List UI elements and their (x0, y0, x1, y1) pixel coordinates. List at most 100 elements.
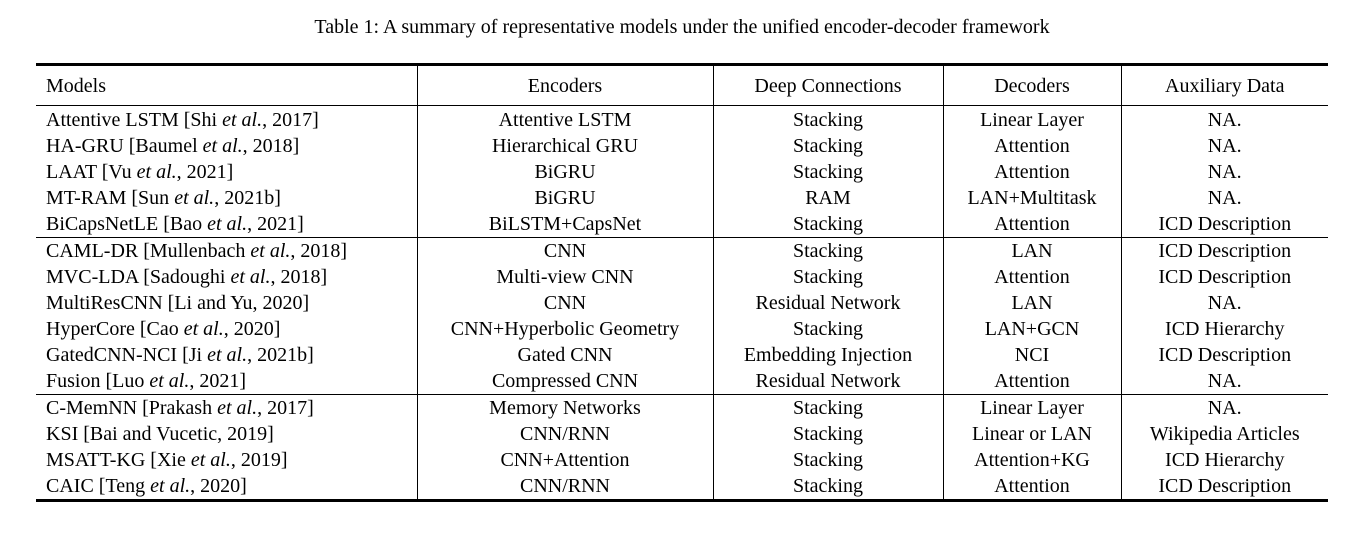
model-etal: et al. (202, 135, 243, 157)
cell-auxiliary-data: ICD Description (1158, 266, 1292, 288)
cell-model: C-MemNN [Prakash et al., 2017] (36, 394, 418, 421)
table-row: MT-RAM [Sun et al., 2021b] BiGRU RAM LAN… (36, 185, 1328, 211)
cell-deep-connection: Stacking (713, 447, 944, 473)
cell-model: GatedCNN-NCI [Ji et al., 2021b] (36, 342, 418, 368)
model-etal: et al. (183, 318, 224, 340)
model-etal: et al. (174, 187, 215, 209)
cell-decoder: LAN+GCN (943, 316, 1122, 342)
cell-auxiliary-data: NA. (1207, 109, 1242, 131)
cell-model: MultiResCNN [Li and Yu, 2020] (36, 290, 418, 316)
cell-model: CAML-DR [Mullenbach et al., 2018] (36, 237, 418, 264)
cell-auxiliary-data: ICD Description (1121, 237, 1328, 264)
cell-encoder: BiGRU (417, 159, 714, 185)
model-name: LAAT [Vu (46, 161, 137, 183)
cell-deep-connection: Stacking (713, 133, 944, 159)
cell-decoder: Attention+KG (943, 447, 1122, 473)
model-name: HyperCore [Cao (46, 318, 184, 340)
model-etal: et al. (207, 344, 248, 366)
cell-decoder: Attention (943, 211, 1122, 238)
cell-auxiliary-data: NA. (1207, 187, 1242, 209)
paper-page: Table 1: A summary of representative mod… (36, 16, 1328, 502)
cell-decoder: Linear or LAN (943, 421, 1122, 447)
cell-deep-connection: Stacking (713, 264, 944, 290)
cell-auxiliary-data: Wikipedia Articles (1149, 423, 1300, 445)
cell-deep-connection: Stacking (713, 421, 944, 447)
model-etal: et al. (150, 475, 191, 497)
table-header: Models Encoders Deep Connections Decoder… (36, 64, 1328, 106)
header-row: Models Encoders Deep Connections Decoder… (36, 64, 1328, 106)
cell-model: BiCapsNetLE [Bao et al., 2021] (36, 211, 418, 238)
cell-deep-connection: Stacking (713, 159, 944, 185)
cell-decoder: Linear Layer (943, 105, 1122, 133)
models-summary-table: Models Encoders Deep Connections Decoder… (36, 63, 1328, 502)
cell-encoder: Multi-view CNN (417, 264, 714, 290)
cell-model: Fusion [Luo et al., 2021] (36, 368, 418, 395)
cell-decoder: Attention (943, 264, 1122, 290)
model-name: BiCapsNetLE [Bao (46, 213, 208, 235)
cell-deep-connection: Stacking (713, 473, 944, 501)
table-row: CAIC [Teng et al., 2020] CNN/RNN Stackin… (36, 473, 1328, 501)
cell-deep-connection: Residual Network (713, 290, 944, 316)
cell-model: MT-RAM [Sun et al., 2021b] (36, 185, 418, 211)
table-row: HA-GRU [Baumel et al., 2018] Hierarchica… (36, 133, 1328, 159)
cell-auxiliary-data: NA. (1207, 161, 1242, 183)
cell-auxiliary-data: NA. (1121, 394, 1328, 421)
cell-auxiliary-data: ICD Description (1158, 344, 1292, 366)
table-caption: Table 1: A summary of representative mod… (314, 16, 1050, 38)
cell-deep-connection: Stacking (713, 211, 944, 238)
model-name: C-MemNN [Prakash (46, 397, 218, 419)
table-row: GatedCNN-NCI [Ji et al., 2021b] Gated CN… (36, 342, 1328, 368)
cell-encoder: Gated CNN (417, 342, 714, 368)
cell-encoder: Compressed CNN (417, 368, 714, 395)
cell-decoder: NCI (943, 342, 1122, 368)
cell-model: MVC-LDA [Sadoughi et al., 2018] (36, 264, 418, 290)
cell-auxiliary-data: ICD Description (1158, 213, 1292, 235)
cell-decoder: Attention (943, 159, 1122, 185)
model-name: HA-GRU [Baumel (46, 135, 203, 157)
cell-model: Attentive LSTM [Shi et al., 2017] (36, 105, 418, 133)
cell-encoder: Memory Networks (417, 394, 714, 421)
model-year: , 2020] (223, 318, 281, 340)
model-etal: et al. (230, 266, 271, 288)
table-row: Attentive LSTM [Shi et al., 2017] Attent… (36, 105, 1328, 133)
table-row: BiCapsNetLE [Bao et al., 2021] BiLSTM+Ca… (36, 211, 1328, 238)
cell-auxiliary-data: ICD Hierarchy (1165, 318, 1285, 340)
cell-deep-connection: Stacking (713, 316, 944, 342)
table-row: MSATT-KG [Xie et al., 2019] CNN+Attentio… (36, 447, 1328, 473)
cell-auxiliary-data: NA. (1207, 370, 1242, 392)
cell-model: MSATT-KG [Xie et al., 2019] (36, 447, 418, 473)
cell-auxiliary-data: NA. (1207, 135, 1242, 157)
cell-auxiliary-data: ICD Description (1158, 475, 1292, 497)
cell-encoder: BiGRU (417, 185, 714, 211)
cell-auxiliary-data: ICD Hierarchy (1165, 449, 1285, 471)
model-year: , 2018] (290, 240, 348, 262)
model-name: CAML-DR [Mullenbach (46, 240, 251, 262)
cell-decoder: Attention (943, 473, 1122, 501)
cell-decoder: LAN+Multitask (943, 185, 1122, 211)
cell-model: HA-GRU [Baumel et al., 2018] (36, 133, 418, 159)
cell-decoder: Attention (943, 133, 1122, 159)
table-row: LAAT [Vu et al., 2021] BiGRU Stacking At… (36, 159, 1328, 185)
model-name: KSI [Bai and Vucetic, 2019] (46, 423, 274, 445)
cell-model: HyperCore [Cao et al., 2020] (36, 316, 418, 342)
cell-deep-connection: Residual Network (713, 368, 944, 395)
model-year: , 2019] (230, 449, 288, 471)
model-year: , 2021] (176, 161, 234, 183)
cell-encoder: CNN (417, 237, 714, 264)
table-row: MVC-LDA [Sadoughi et al., 2018] Multi-vi… (36, 264, 1328, 290)
model-name: GatedCNN-NCI [Ji (46, 344, 208, 366)
cell-model: CAIC [Teng et al., 2020] (36, 473, 418, 501)
cell-deep-connection: Stacking (713, 237, 944, 264)
cell-encoder: CNN/RNN (417, 473, 714, 501)
model-etal: et al. (207, 213, 248, 235)
model-year: , 2021b] (214, 187, 281, 209)
cell-deep-connection: RAM (713, 185, 944, 211)
header-deep-connections: Deep Connections (713, 64, 944, 106)
table-row: Fusion [Luo et al., 2021] Compressed CNN… (36, 368, 1328, 395)
model-name: MSATT-KG [Xie (46, 449, 191, 471)
model-year: , 2018] (270, 266, 328, 288)
model-etal: et al. (250, 240, 291, 262)
cell-encoder: CNN+Hyperbolic Geometry (417, 316, 714, 342)
table-row: C-MemNN [Prakash et al., 2017] Memory Ne… (36, 394, 1328, 421)
model-etal: et al. (149, 370, 190, 392)
